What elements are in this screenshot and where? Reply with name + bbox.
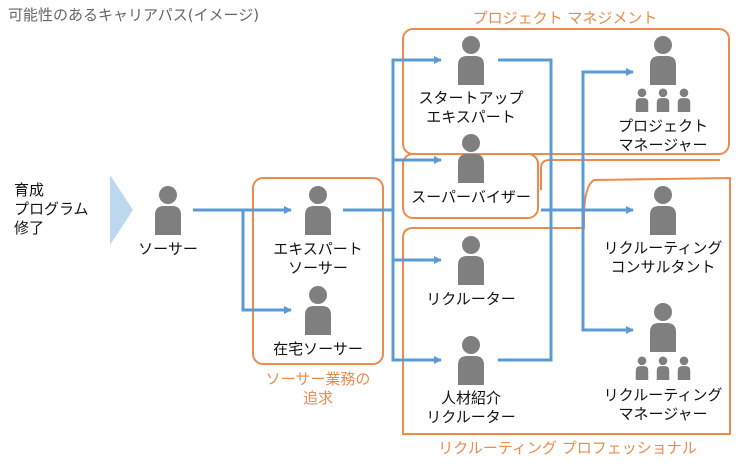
person-icon-project-manager [650,36,676,85]
person-icon-startup-expert [458,36,484,85]
start-label: 育成 プログラム 修了 [14,181,89,237]
person-icon-team-member [656,356,670,380]
start-arrow-shape [110,175,133,245]
diagram-title: 可能性のあるキャリアパス(イメージ) [8,6,260,24]
group-box-sourcing-pursuit [252,177,384,365]
node-label-agency-recruiter: 人材紹介 リクルーター [426,389,516,426]
person-icon-home-sourcer [305,286,331,335]
node-label-home-sourcer: 在宅ソーサー [273,340,363,358]
node-label-expert-sourcer: エキスパート ソーサー [273,240,363,277]
flow-arrows [193,56,634,364]
group-label-project-management: プロジェクト マネジメント [472,9,658,27]
person-icon-expert-sourcer [305,186,331,235]
person-icon-team-member [677,356,691,380]
node-label-sourcer: ソーサー [138,240,198,258]
person-icon-team-member [635,88,649,112]
group-label-recruiting-professional: リクルーティング プロフェッショナル [438,439,697,457]
person-icon-team-member [677,88,691,112]
person-icon-sourcer [155,186,181,235]
node-label-project-manager: プロジェクト マネージャー [617,117,708,154]
node-label-recruiter: リクルーター [426,290,516,308]
node-label-recruiting-manager: リクルーティング マネージャー [603,386,723,423]
person-icon-recruiter [458,236,484,285]
person-icon-recruiting-consultant [650,186,676,235]
group-label-sourcing-pursuit: ソーサー業務の 追求 [265,370,371,407]
node-label-supervisor: スーパーバイザー [411,188,531,206]
person-icon-supervisor [458,134,484,183]
person-icon-team-member [635,356,649,380]
person-icon-team-member [656,88,670,112]
person-icon-agency-recruiter [458,336,484,385]
group-box-project-management [402,28,730,155]
person-icon-recruiting-manager [650,303,676,352]
node-label-recruiting-consultant: リクルーティング コンサルタント [603,239,723,276]
node-label-startup-expert: スタートアップ エキスパート [418,89,524,126]
